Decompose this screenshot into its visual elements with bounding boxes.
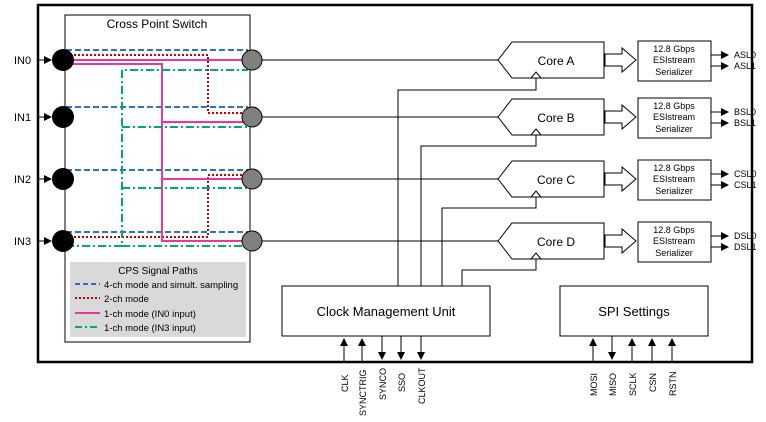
- spi-settings: [559, 285, 709, 337]
- serializer-d-line3: Serializer: [655, 248, 693, 258]
- output-label-asl0: ASL0: [734, 50, 756, 60]
- serializer-b-line2: ESIstream: [653, 112, 695, 122]
- input-node-in0: [52, 49, 74, 71]
- pin-label-clkout: CLKOUT: [417, 367, 427, 404]
- switch-node-c: [241, 168, 263, 190]
- legend-label-1ch-in0: 1-ch mode (IN0 input): [104, 309, 196, 320]
- pin-label-csn: CSN: [648, 373, 658, 392]
- input-label-in1: IN1: [14, 112, 31, 124]
- input-label-in0: IN0: [14, 55, 31, 67]
- switch-node-a: [241, 49, 263, 71]
- core-c-label: Core C: [537, 173, 575, 187]
- input-label-in3: IN3: [14, 236, 31, 248]
- output-label-bsl0: BSL0: [734, 107, 756, 117]
- switch-node-b: [241, 106, 263, 128]
- pin-label-synctrig: SYNCTRIG: [358, 369, 368, 416]
- legend-label-2ch: 2-ch mode: [104, 294, 149, 305]
- output-label-csl1: CSL1: [734, 180, 757, 190]
- path-4ch: [66, 49, 248, 233]
- serializer-c: 12.8 Gbps ESIstream Serializer: [637, 159, 712, 201]
- core-to-serializer-arrows: [604, 46, 637, 255]
- switch-output-nodes: [241, 49, 263, 252]
- serializer-a: 12.8 Gbps ESIstream Serializer: [637, 40, 712, 82]
- serializer-c-line1: 12.8 Gbps: [653, 163, 695, 173]
- legend-label-4ch: 4-ch mode and simult. sampling: [104, 280, 238, 291]
- core-d: Core D: [497, 222, 605, 260]
- output-label-asl1: ASL1: [734, 61, 756, 71]
- spi-pin-arrows: [589, 336, 676, 362]
- input-nodes: [52, 49, 74, 252]
- path-1ch-in0: [66, 59, 248, 242]
- input-label-in2: IN2: [14, 174, 31, 186]
- core-b: Core B: [497, 98, 605, 136]
- serializer-d-line1: 12.8 Gbps: [653, 225, 695, 235]
- output-label-dsl0: DSL0: [734, 231, 757, 241]
- spi-label: SPI Settings: [598, 304, 670, 319]
- input-node-in1: [52, 106, 74, 128]
- serializer-d: 12.8 Gbps ESIstream Serializer: [637, 221, 712, 263]
- pin-label-synco: SYNCO: [378, 368, 388, 400]
- serializer-b-line1: 12.8 Gbps: [653, 101, 695, 111]
- serializer-a-line1: 12.8 Gbps: [653, 44, 695, 54]
- core-a-label: Core A: [538, 54, 575, 68]
- pin-label-rstn: RSTN: [668, 372, 678, 397]
- pin-label-sso: SSO: [397, 373, 407, 392]
- serializer-d-line2: ESIstream: [653, 236, 695, 246]
- core-a: Core A: [497, 41, 605, 79]
- input-node-in3: [52, 230, 74, 252]
- serial-output-arrows: [711, 51, 729, 251]
- path-2ch: [66, 54, 248, 238]
- serializer-c-line2: ESIstream: [653, 174, 695, 184]
- output-label-csl0: CSL0: [734, 169, 757, 179]
- core-b-label: Core B: [537, 111, 574, 125]
- switch-node-d: [241, 230, 263, 252]
- clock-management-unit: [281, 285, 491, 337]
- serializer-c-line3: Serializer: [655, 186, 693, 196]
- serializer-a-line3: Serializer: [655, 67, 693, 77]
- pin-label-sclk: SCLK: [628, 372, 638, 396]
- clock-distribution-lines: [397, 78, 537, 286]
- clock-pin-arrows: [340, 336, 425, 362]
- core-d-label: Core D: [537, 235, 575, 249]
- input-arrows: [38, 56, 52, 245]
- output-label-bsl1: BSL1: [734, 118, 756, 128]
- serializer-b: 12.8 Gbps ESIstream Serializer: [637, 97, 712, 139]
- serializer-a-line2: ESIstream: [653, 55, 695, 65]
- cmu-label: Clock Management Unit: [317, 304, 456, 319]
- core-c: Core C: [497, 160, 605, 198]
- legend-box: [70, 262, 246, 337]
- output-label-dsl1: DSL1: [734, 242, 757, 252]
- pin-label-miso: MISO: [608, 373, 618, 396]
- serializer-b-line3: Serializer: [655, 124, 693, 134]
- path-1ch-in3: [66, 69, 248, 247]
- pin-label-clk: CLK: [340, 374, 350, 392]
- legend-label-1ch-in3: 1-ch mode (IN3 input): [104, 323, 196, 334]
- core-feed-lines: [253, 59, 512, 242]
- chip-outline: [36, 3, 754, 364]
- input-node-in2: [52, 168, 74, 190]
- cps-title: Cross Point Switch: [107, 17, 208, 31]
- pin-label-mosi: MOSI: [589, 373, 599, 396]
- legend-title: CPS Signal Paths: [118, 266, 198, 277]
